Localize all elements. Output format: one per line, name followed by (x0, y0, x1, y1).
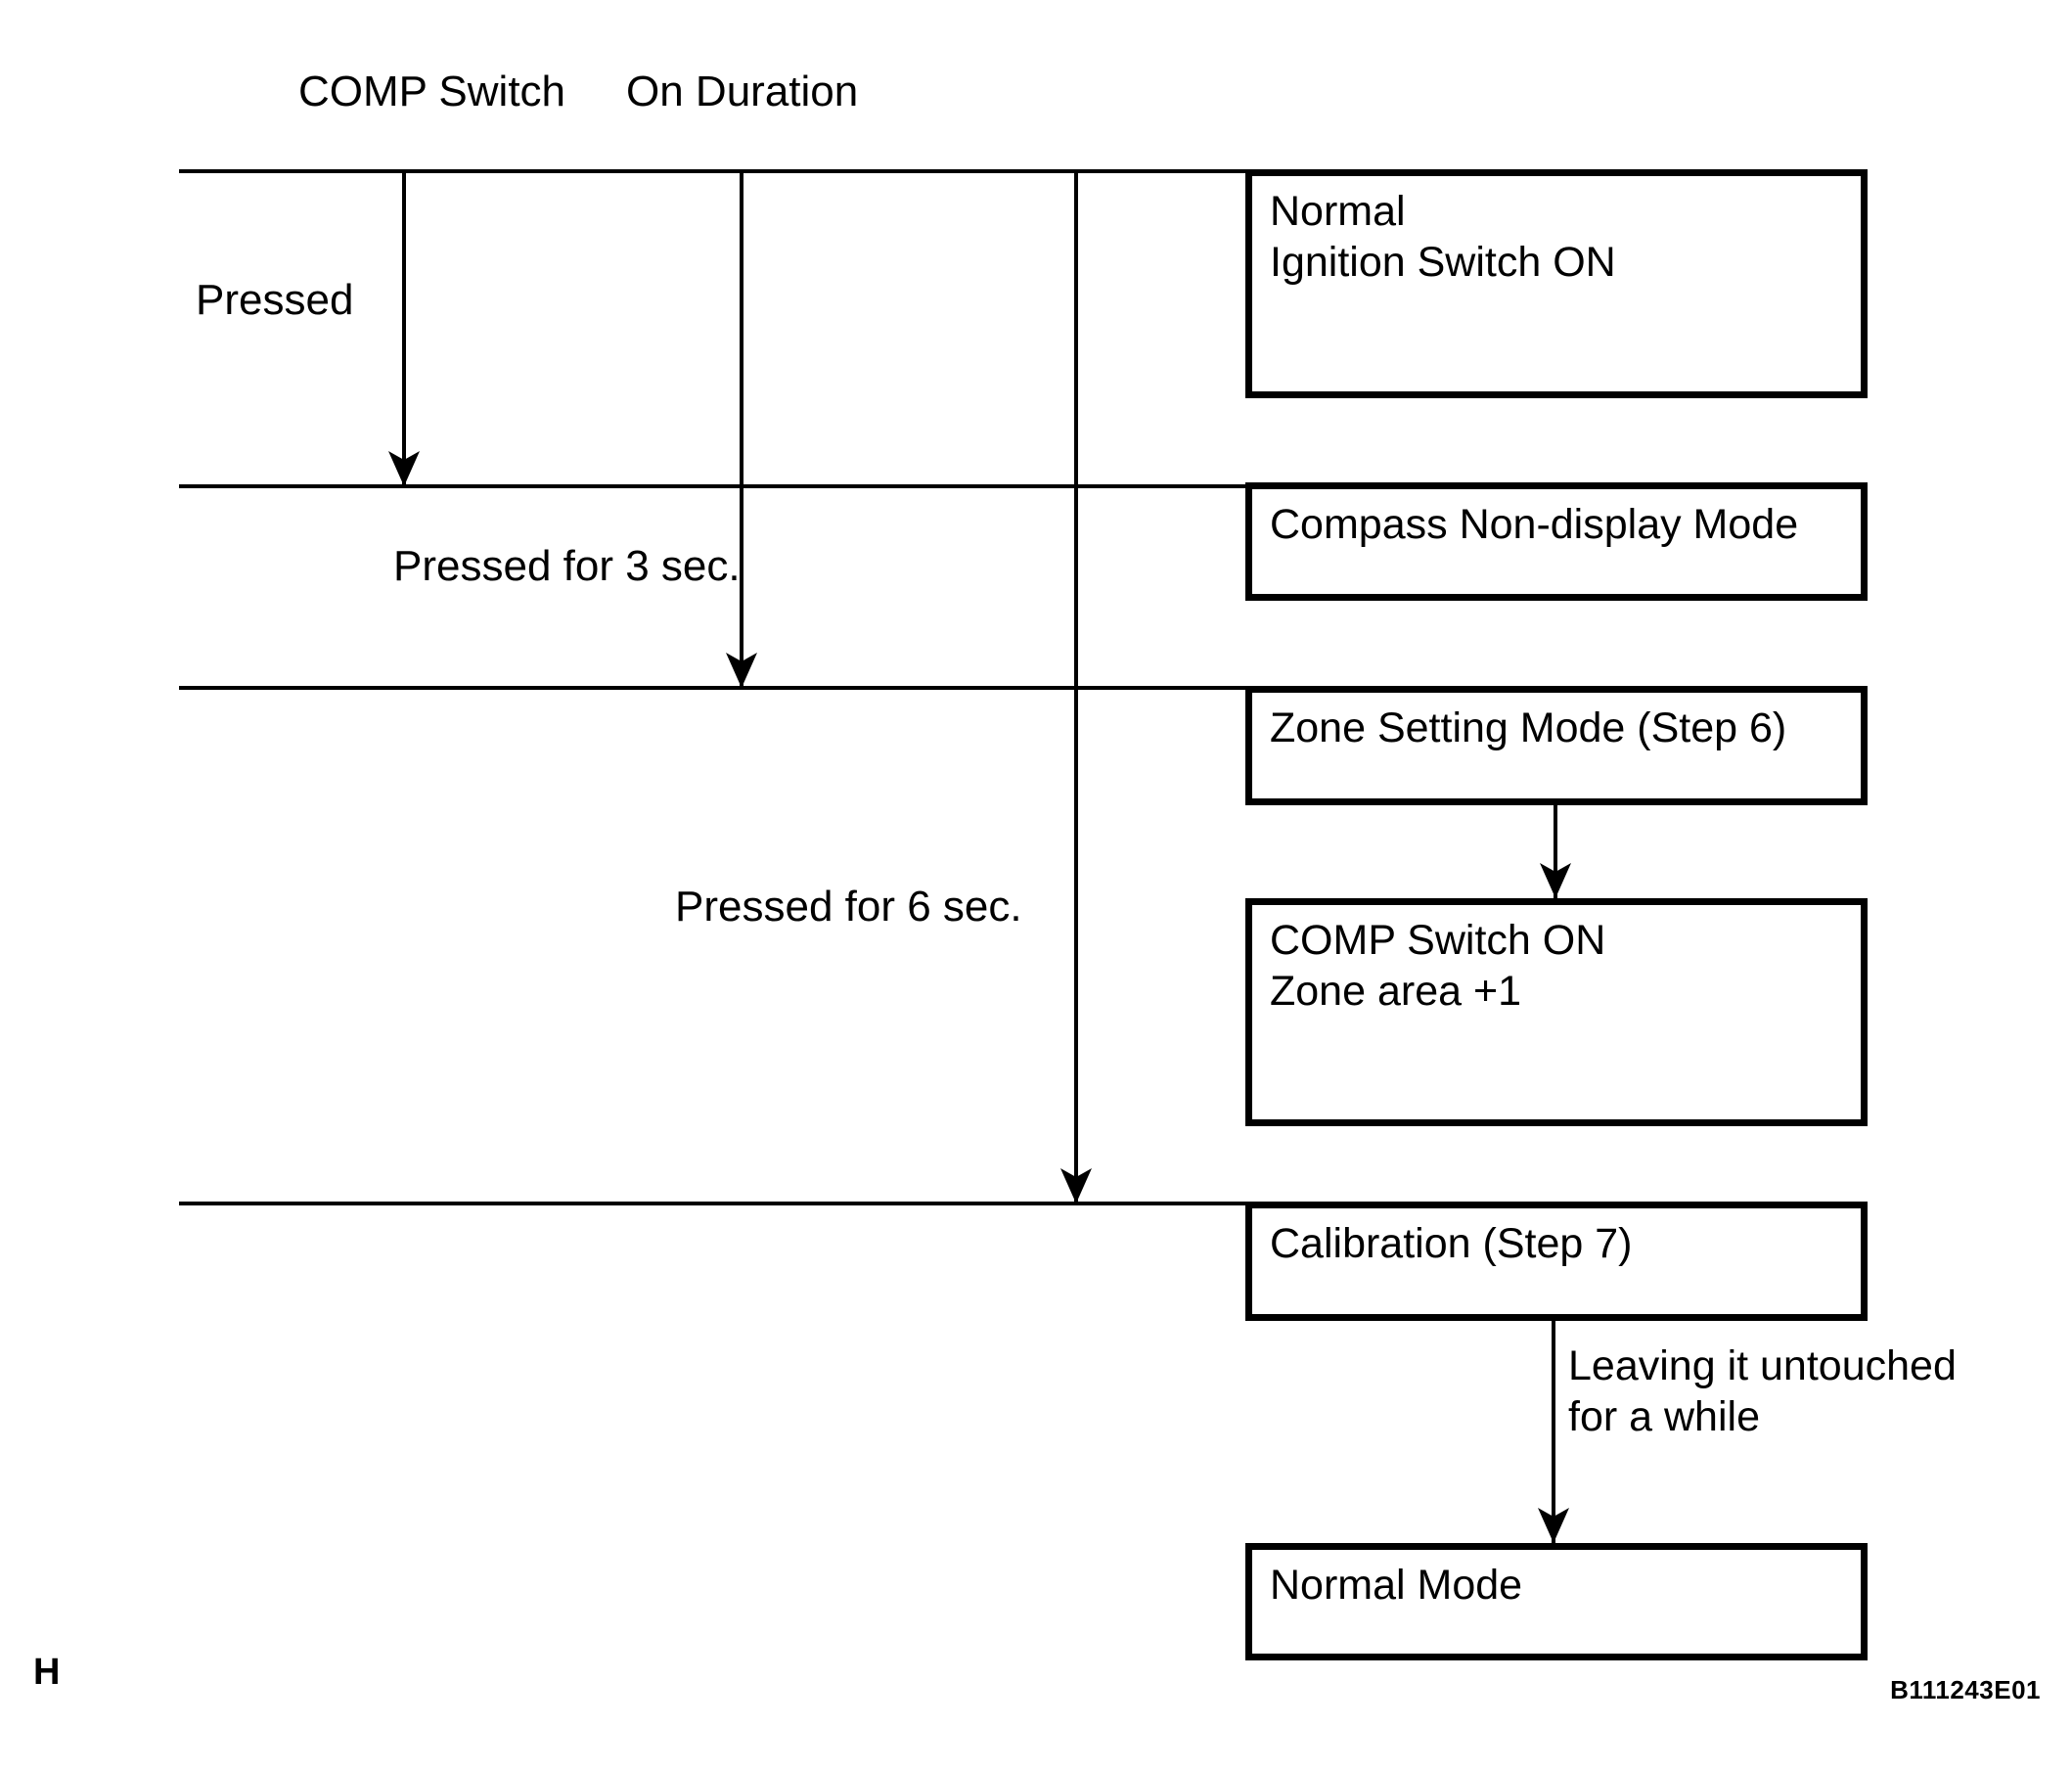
state-box-text: Normal (1270, 188, 1406, 235)
state-box-text: Ignition Switch ON (1270, 239, 1616, 286)
arrow-down-icon (1060, 1168, 1092, 1203)
label-leaving-line-1: Leaving it untouched (1568, 1342, 1957, 1389)
press-arrow-6sec (1060, 169, 1092, 1203)
label-leaving-line-2: for a while (1568, 1393, 1760, 1440)
state-box-text: Normal Mode (1270, 1562, 1523, 1609)
state-box-zone-setting: Zone Setting Mode (Step 6) (1245, 686, 1868, 805)
arrow-down-icon (1540, 863, 1571, 898)
state-box-calibration: Calibration (Step 7) (1245, 1202, 1868, 1321)
timeline-rule-3 (179, 686, 1248, 690)
timeline-rule-1 (179, 169, 1248, 173)
arrow-down-icon (388, 451, 420, 486)
page-marker: H (33, 1652, 61, 1693)
press-arrow-3sec (726, 169, 757, 688)
label-leaving-untouched: Leaving it untouched for a while (1568, 1340, 1957, 1442)
arrow-down-icon (1538, 1508, 1569, 1543)
state-box-text: COMP Switch ON (1270, 917, 1606, 964)
label-pressed: Pressed (196, 276, 354, 324)
state-box-compass-non-display: Compass Non-display Mode (1245, 482, 1868, 601)
press-arrow-pressed (388, 169, 420, 486)
label-pressed-6sec: Pressed for 6 sec. (675, 883, 1022, 931)
timeline-rule-4 (179, 1202, 1248, 1205)
state-box-text: Zone Setting Mode (Step 6) (1270, 704, 1787, 751)
state-box-normal-mode: Normal Mode (1245, 1543, 1868, 1660)
figure-id: B111243E01 (1890, 1675, 2041, 1704)
column-header-on-duration: On Duration (626, 68, 859, 115)
label-pressed-3sec: Pressed for 3 sec. (393, 542, 741, 590)
state-box-comp-switch-on: COMP Switch ON Zone area +1 (1245, 898, 1868, 1126)
column-header-comp-switch: COMP Switch (298, 68, 566, 115)
timeline-rule-2 (179, 484, 1248, 488)
state-box-text: Zone area +1 (1270, 968, 1521, 1015)
state-box-normal: Normal Ignition Switch ON (1245, 169, 1868, 398)
connector-arrow-zone-to-comp (1540, 805, 1571, 898)
state-box-text: Compass Non-display Mode (1270, 501, 1799, 548)
arrow-down-icon (726, 653, 757, 688)
connector-arrow-calibration-to-normal (1538, 1321, 1569, 1543)
state-box-text: Calibration (Step 7) (1270, 1220, 1633, 1267)
